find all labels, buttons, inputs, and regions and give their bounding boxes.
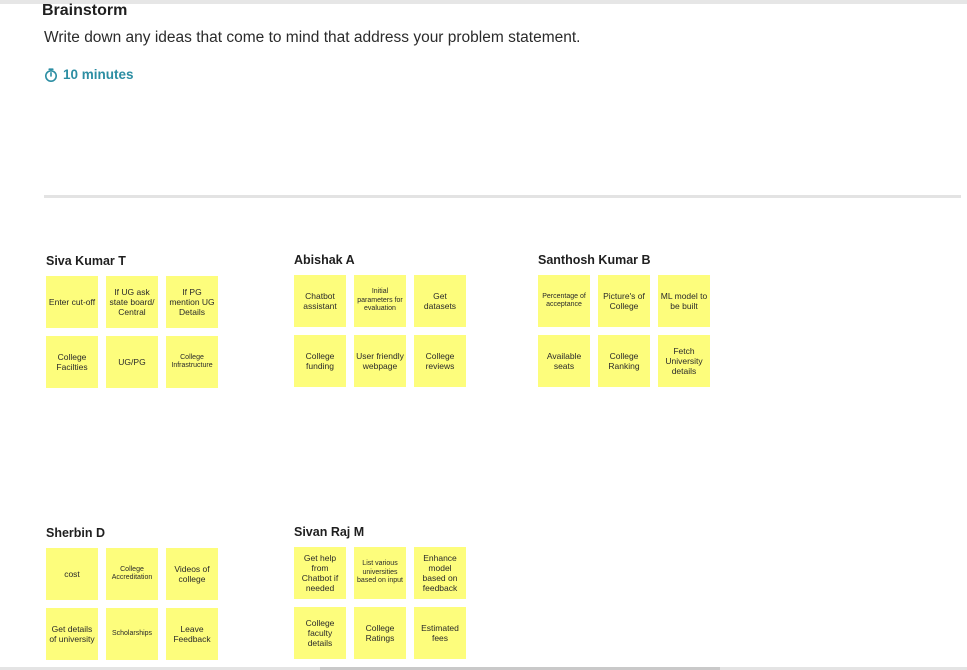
brainstorm-group: Santhosh Kumar B Percentage of acceptanc… <box>538 253 710 387</box>
sticky-note[interactable]: Chatbot assistant <box>294 275 346 327</box>
group-name: Santhosh Kumar B <box>538 253 651 267</box>
sticky-note[interactable]: Enhance model based on feedback <box>414 547 466 599</box>
sticky-note[interactable]: User friendly webpage <box>354 335 406 387</box>
page-title: Brainstorm <box>42 2 128 19</box>
sticky-note[interactable]: Videos of college <box>166 548 218 600</box>
sticky-note[interactable]: UG/PG <box>106 336 158 388</box>
sticky-note[interactable]: Get details of university <box>46 608 98 660</box>
sticky-note[interactable]: Enter cut-off <box>46 276 98 328</box>
sticky-notes: Get help from Chatbot if needed List var… <box>294 547 466 659</box>
sticky-note[interactable]: College Ratings <box>354 607 406 659</box>
sticky-notes: Percentage of acceptance Picture's of Co… <box>538 275 710 387</box>
sticky-note[interactable]: College funding <box>294 335 346 387</box>
sticky-note[interactable]: Leave Feedback <box>166 608 218 660</box>
sticky-note[interactable]: cost <box>46 548 98 600</box>
brainstorm-group: Sivan Raj M Get help from Chatbot if nee… <box>294 525 466 659</box>
sticky-note[interactable]: List various universities based on input <box>354 547 406 599</box>
sticky-note[interactable]: Picture's of College <box>598 275 650 327</box>
scrollbar-thumb[interactable] <box>320 667 720 670</box>
sticky-notes: Chatbot assistant Initial parameters for… <box>294 275 466 387</box>
sticky-note[interactable]: College Infrastructure <box>166 336 218 388</box>
timer: 10 minutes <box>44 67 134 82</box>
sticky-note[interactable]: College Accreditation <box>106 548 158 600</box>
sticky-note[interactable]: College faculty details <box>294 607 346 659</box>
sticky-note[interactable]: Scholarships <box>106 608 158 660</box>
sticky-note[interactable]: Initial parameters for evaluation <box>354 275 406 327</box>
sticky-note[interactable]: College reviews <box>414 335 466 387</box>
timer-label: 10 minutes <box>63 67 134 82</box>
brainstorm-group: Sherbin D cost College Accreditation Vid… <box>46 526 218 660</box>
sticky-note[interactable]: College Facilties <box>46 336 98 388</box>
sticky-note[interactable]: If PG mention UG Details <box>166 276 218 328</box>
sticky-note[interactable]: Percentage of acceptance <box>538 275 590 327</box>
sticky-notes: Enter cut-off If UG ask state board/ Cen… <box>46 276 218 388</box>
page-subtitle: Write down any ideas that come to mind t… <box>44 29 581 46</box>
sticky-note[interactable]: Estimated fees <box>414 607 466 659</box>
group-name: Abishak A <box>294 253 355 267</box>
brainstorm-group: Siva Kumar T Enter cut-off If UG ask sta… <box>46 254 218 388</box>
divider <box>44 195 961 198</box>
group-name: Sherbin D <box>46 526 106 540</box>
sticky-notes: cost College Accreditation Videos of col… <box>46 548 218 660</box>
brainstorm-group: Abishak A Chatbot assistant Initial para… <box>294 253 466 387</box>
sticky-note[interactable]: College Ranking <box>598 335 650 387</box>
sticky-note[interactable]: Get datasets <box>414 275 466 327</box>
group-name: Sivan Raj M <box>294 525 365 539</box>
sticky-note[interactable]: Get help from Chatbot if needed <box>294 547 346 599</box>
sticky-note[interactable]: ML model to be built <box>658 275 710 327</box>
stopwatch-icon <box>44 67 58 82</box>
top-edge <box>0 0 967 4</box>
sticky-note[interactable]: Fetch University details <box>658 335 710 387</box>
sticky-note[interactable]: Available seats <box>538 335 590 387</box>
sticky-note[interactable]: If UG ask state board/ Central <box>106 276 158 328</box>
group-name: Siva Kumar T <box>46 254 126 268</box>
